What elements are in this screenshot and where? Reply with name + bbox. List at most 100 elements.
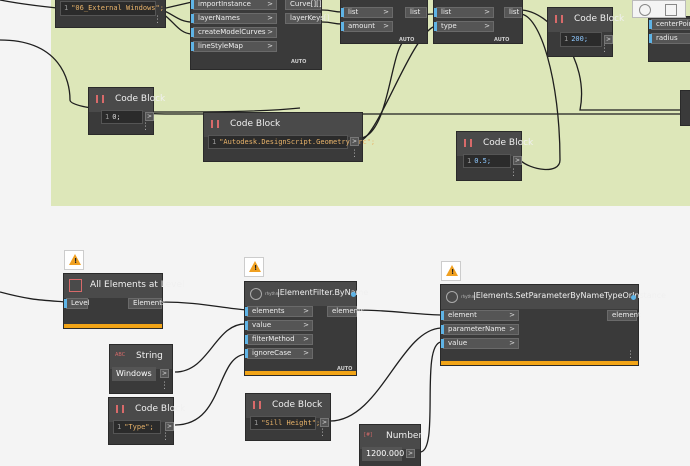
element-filter-byname-node[interactable]: rhythm |ElementFilter.ByName elements> v…	[244, 281, 368, 376]
output-port[interactable]: >	[320, 418, 329, 427]
number-node[interactable]: [#] Number 1200.000 >	[359, 424, 423, 466]
output-port[interactable]: >	[350, 137, 359, 146]
wire	[329, 327, 442, 422]
node-title: Code Block	[135, 404, 186, 414]
set-parameter-node[interactable]: rhythm |Elements.SetParameterByNameTypeO…	[440, 284, 666, 366]
output-port-elements[interactable]: Elements	[128, 298, 166, 309]
output-port-elements[interactable]: elements	[327, 306, 365, 317]
node-menu-dots[interactable]: ⋮	[141, 122, 150, 132]
partial-node-right[interactable]	[680, 90, 690, 126]
warning-state-bar	[64, 324, 162, 328]
input-port-importinstance[interactable]: importInstance>	[191, 0, 277, 10]
number-icon: [#]	[364, 432, 373, 438]
code-block-node[interactable]: Code Block 1"Type"; > ⋮	[108, 397, 185, 445]
input-port-radius[interactable]: radius	[649, 33, 690, 44]
import-node-partial[interactable]: importInstance> layerNames> createModelC…	[190, 0, 329, 70]
input-port-level[interactable]: Level	[64, 298, 89, 309]
node-title: Number	[386, 431, 423, 441]
code-block-node[interactable]: Code Block 1"Sill Height"; > ⋮	[245, 393, 331, 441]
view-toggle-widget[interactable]	[632, 0, 686, 18]
input-port-type[interactable]: type>	[434, 21, 494, 32]
code-block-icon	[116, 405, 124, 413]
code-block-node[interactable]: Code Block 1"Autodesk.DesignScript.Geome…	[203, 112, 375, 162]
output-port[interactable]: >	[604, 35, 613, 44]
warning-state-bar	[245, 371, 356, 375]
string-value-input[interactable]: Windows	[112, 367, 156, 381]
arc-node-partial[interactable]: centerPoint radius	[648, 16, 690, 62]
node-title: Code Block	[115, 94, 166, 104]
input-port-centerpoint[interactable]: centerPoint	[649, 19, 690, 30]
wire	[174, 323, 248, 373]
node-title: Code Block	[230, 119, 281, 129]
warning-icon[interactable]: !	[64, 250, 84, 270]
wire	[519, 13, 561, 171]
input-port-list[interactable]: list>	[434, 7, 494, 18]
output-port[interactable]: >	[165, 422, 174, 431]
input-port-element[interactable]: element>	[441, 310, 519, 321]
node-menu-dots[interactable]: ⋮	[318, 428, 327, 438]
node-menu-dots[interactable]: ⋮	[626, 350, 635, 360]
input-port-value[interactable]: value>	[441, 338, 519, 349]
input-port-filtermethod[interactable]: filterMethod>	[245, 334, 313, 345]
input-port-linestylemap[interactable]: lineStyleMap>	[191, 41, 277, 52]
output-port-curve[interactable]: Curve[][]	[285, 0, 322, 10]
string-icon: ABC	[115, 352, 126, 358]
input-port-ignorecase[interactable]: ignoreCase>	[245, 348, 313, 359]
input-port-amount[interactable]: amount>	[341, 21, 393, 32]
input-port-list[interactable]: list>	[341, 7, 393, 18]
number-value-input[interactable]: 1200.000	[362, 447, 404, 461]
wire	[0, 291, 67, 303]
input-port-value[interactable]: value>	[245, 320, 313, 331]
string-node[interactable]: ABC String Windows > ⋮	[109, 344, 173, 394]
geometry-view-icon[interactable]	[665, 4, 677, 16]
output-port-element[interactable]: element	[607, 310, 641, 321]
wire	[419, 341, 442, 453]
graph-view-icon[interactable]	[639, 4, 651, 16]
output-port-list[interactable]: list	[405, 7, 427, 18]
wire	[149, 107, 301, 113]
input-port-createmodelcurves[interactable]: createModelCurves>	[191, 27, 277, 38]
code-editor[interactable]: 1"Type";	[113, 420, 161, 434]
output-port-layerkeys[interactable]: layerKeys[]	[285, 13, 329, 24]
status-dot	[351, 292, 356, 297]
lacing-label: AUTO	[399, 37, 415, 43]
list-type-node-partial[interactable]: list> type> list AUTO	[433, 0, 523, 44]
output-port[interactable]: >	[406, 449, 415, 458]
output-port-list[interactable]: list	[504, 7, 522, 18]
node-menu-dots[interactable]: ⋮	[350, 149, 359, 159]
node-title: |Elements.SetParameterByNameTypeOrInstan…	[473, 291, 667, 300]
code-block-icon	[253, 401, 261, 409]
list-node-partial[interactable]: list> amount> list AUTO	[340, 0, 428, 44]
input-port-parametername[interactable]: parameterName>	[441, 324, 519, 335]
node-title: Code Block	[483, 138, 534, 148]
input-port-layernames[interactable]: layerNames>	[191, 13, 277, 24]
code-editor[interactable]: 1"Autodesk.DesignScript.Geometry.Arc";	[208, 135, 375, 149]
wire	[355, 309, 442, 316]
all-elements-at-level-node[interactable]: All Elements at Level Level Elements	[63, 273, 185, 329]
code-editor[interactable]: 1"Sill Height";	[250, 416, 320, 430]
node-title: Code Block	[574, 14, 625, 24]
status-dot	[631, 295, 636, 300]
output-port[interactable]: >	[145, 112, 154, 121]
input-port-elements[interactable]: elements>	[245, 306, 313, 317]
package-tag: rhythm	[265, 291, 280, 296]
output-port[interactable]: >	[513, 156, 522, 165]
output-port[interactable]: >	[160, 369, 169, 378]
node-menu-dots[interactable]: ⋮	[509, 168, 518, 178]
code-block-node-partial[interactable]: 1"06_External Windows"; ⋮	[55, 0, 166, 28]
node-menu-dots[interactable]: ⋮	[600, 44, 609, 54]
warning-icon[interactable]: !	[441, 261, 461, 281]
node-menu-dots[interactable]: ⋮	[161, 432, 170, 442]
node-menu-dots[interactable]: ⋮	[160, 381, 169, 391]
code-editor[interactable]: 1"06_External Windows";	[60, 1, 164, 16]
warning-icon[interactable]: !	[244, 257, 264, 277]
wire	[321, 9, 343, 13]
node-menu-dots[interactable]: ⋮	[153, 15, 162, 25]
